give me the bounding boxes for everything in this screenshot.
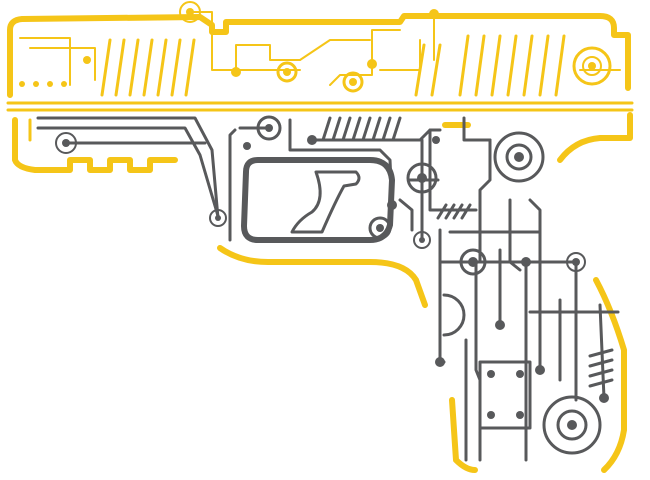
frame-nodes	[55, 115, 545, 249]
slide-outline	[6, 13, 634, 112]
trigger	[290, 170, 361, 234]
slide-serrations-rear	[100, 38, 196, 97]
grip-nodes	[435, 248, 609, 455]
grip-plate	[478, 360, 532, 430]
slide-circuit-traces	[19, 11, 621, 86]
grip-half-circle	[442, 293, 466, 337]
frame-serrations	[321, 116, 402, 142]
slide-nodes	[19, 1, 612, 93]
frame-outline	[12, 112, 633, 473]
grip-serrations	[436, 203, 614, 388]
rail-teeth	[47, 157, 178, 173]
slide-serrations-front	[414, 34, 566, 97]
